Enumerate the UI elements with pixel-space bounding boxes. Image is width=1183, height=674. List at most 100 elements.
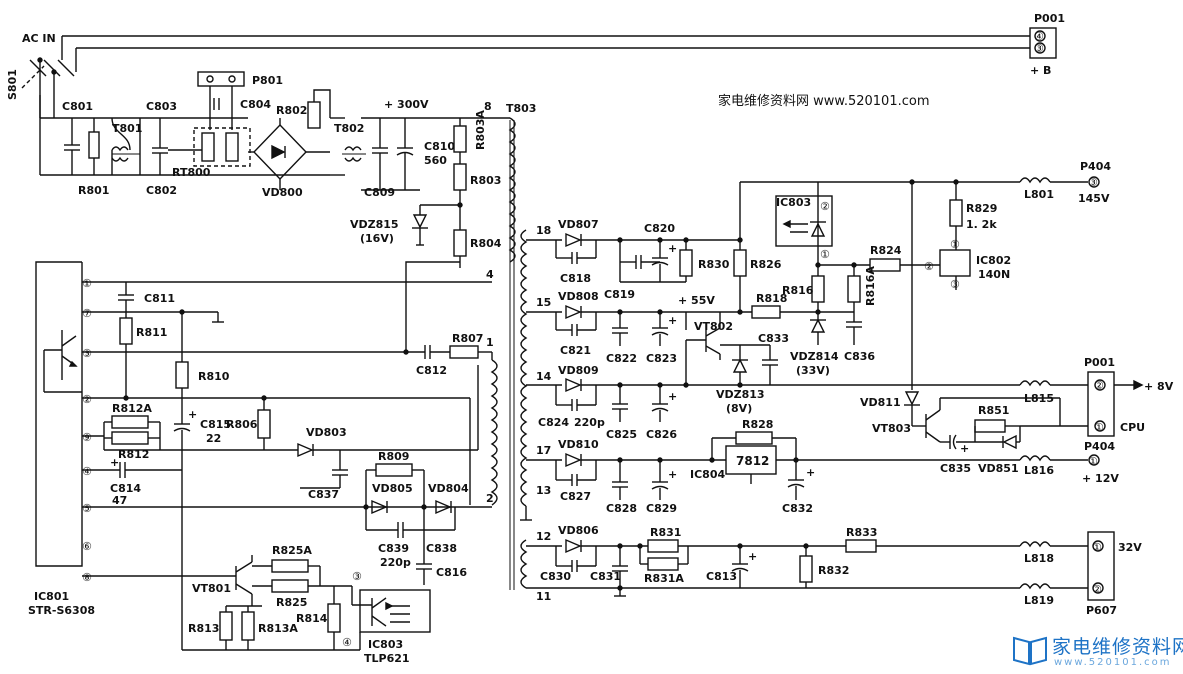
label-vd804: VD804 — [428, 482, 469, 495]
label-vd851: VD851 — [978, 462, 1019, 475]
label-r804: R804 — [470, 237, 502, 250]
label-r811: R811 — [136, 326, 167, 339]
label-r802: R802 — [276, 104, 307, 117]
label-c819: C819 — [604, 288, 635, 301]
label-c838: C838 — [426, 542, 457, 555]
label-p607-pin1: ① — [1092, 541, 1102, 554]
label-r829: R829 — [966, 202, 997, 215]
label-c818: C818 — [560, 272, 591, 285]
label-ic803-part: TLP621 — [364, 652, 410, 665]
label-c801: C801 — [62, 100, 93, 113]
label-t803-pin4: 4 — [486, 268, 494, 281]
label-c804: C804 — [240, 98, 271, 111]
label-ic801-pin3: ③ — [82, 347, 92, 360]
connector-p607 — [1087, 531, 1115, 601]
label-c810: C810 — [424, 140, 455, 153]
label-t803-pin15: 15 — [536, 296, 551, 309]
label-c825: C825 — [606, 428, 637, 441]
label-r825a: R825A — [272, 544, 312, 557]
book-icon — [1013, 636, 1047, 666]
label-c803: C803 — [146, 100, 177, 113]
label-vd810: VD810 — [558, 438, 599, 451]
label-t802: T802 — [334, 122, 364, 135]
label-32v: 32V — [1118, 541, 1142, 554]
label-ic801-pin4: ④ — [82, 465, 92, 478]
secondary-18 — [526, 232, 747, 312]
label-c829: C829 — [646, 502, 677, 515]
label-vd808: VD808 — [558, 290, 599, 303]
label-r824: R824 — [870, 244, 902, 257]
label-vdz813-value: (8V) — [726, 402, 752, 415]
label-p001-mid-pin1: ① — [1094, 421, 1104, 434]
label-12v: + 12V — [1082, 472, 1119, 485]
label-r810: R810 — [198, 370, 230, 383]
label-ic801-pin1: ① — [82, 277, 92, 290]
b-plus-145v — [739, 176, 1100, 390]
label-p404-top-pin: ③ — [1088, 176, 1098, 189]
transformer-t801 — [111, 117, 141, 175]
transformer-t802 — [330, 117, 510, 191]
vt801-circuit — [182, 555, 360, 651]
label-t803-pin8: 8 — [484, 100, 492, 113]
label-l815: L815 — [1024, 392, 1054, 405]
label-c829-plus: + — [668, 468, 677, 481]
secondary-12 — [526, 538, 1088, 597]
label-c813-plus: + — [748, 550, 757, 563]
label-c813: C813 — [706, 570, 737, 583]
label-c811: C811 — [144, 292, 175, 305]
label-vd807: VD807 — [558, 218, 599, 231]
label-c820-plus: + — [668, 242, 677, 255]
transformer-t803 — [490, 117, 532, 590]
label-ic801-pin5: ⑤ — [82, 502, 92, 515]
ic801-wiring — [82, 281, 493, 577]
label-t803-pin18: 18 — [536, 224, 551, 237]
label-p404-mid: P404 — [1084, 440, 1115, 453]
label-ic801-pin7: ⑦ — [82, 307, 92, 320]
label-ic803: IC803 — [368, 638, 403, 651]
label-r831a: R831A — [644, 572, 684, 585]
label-p001-pin4: ④ — [1034, 30, 1044, 43]
label-c809: C809 — [364, 186, 395, 199]
label-c826: C826 — [646, 428, 677, 441]
label-r812a: R812A — [112, 402, 152, 415]
label-t803-pin1: 1 — [486, 336, 494, 349]
label-r814: R814 — [296, 612, 328, 625]
label-l816: L816 — [1024, 464, 1054, 477]
label-r813: R813 — [188, 622, 219, 635]
label-vd809: VD809 — [558, 364, 599, 377]
label-ic804: IC804 — [690, 468, 725, 481]
label-vdz814: VDZ814 — [790, 350, 839, 363]
label-c835-plus: + — [960, 442, 969, 455]
label-r803a: R803A — [474, 110, 487, 150]
label-ic801-pin2: ② — [82, 393, 92, 406]
label-12v-pin: ① — [1088, 455, 1098, 468]
label-l819: L819 — [1024, 594, 1054, 607]
label-vd811: VD811 — [860, 396, 901, 409]
label-r812: R812 — [118, 448, 149, 461]
label-t803-pin11: 11 — [536, 590, 551, 603]
label-r807: R807 — [452, 332, 483, 345]
label-p001-mid: P001 — [1084, 356, 1115, 369]
label-vd806: VD806 — [558, 524, 599, 537]
label-p607-pin2: ② — [1092, 583, 1102, 596]
label-r813a: R813A — [258, 622, 298, 635]
label-c827: C827 — [560, 490, 591, 503]
label-c810-value: 560 — [424, 154, 447, 167]
label-c826-plus: + — [668, 390, 677, 403]
label-vt802: VT802 — [694, 320, 733, 333]
label-r809: R809 — [378, 450, 409, 463]
label-r801: R801 — [78, 184, 109, 197]
rt800-p801 — [185, 71, 251, 167]
error-amp — [780, 258, 940, 345]
label-r831: R831 — [650, 526, 681, 539]
watermark-logo: 家电维修资料网 www.520101.com — [1010, 630, 1183, 672]
startup-resistors — [405, 118, 467, 352]
label-c835: C835 — [940, 462, 971, 475]
label-ic802-pin3: ③ — [950, 278, 960, 291]
secondary-14 — [526, 377, 1088, 422]
label-ic802: IC802 — [976, 254, 1011, 267]
opto-ic803-tlp621 — [352, 589, 431, 650]
ic801 — [35, 261, 83, 567]
label-r818: R818 — [756, 292, 787, 305]
label-c833: C833 — [758, 332, 789, 345]
